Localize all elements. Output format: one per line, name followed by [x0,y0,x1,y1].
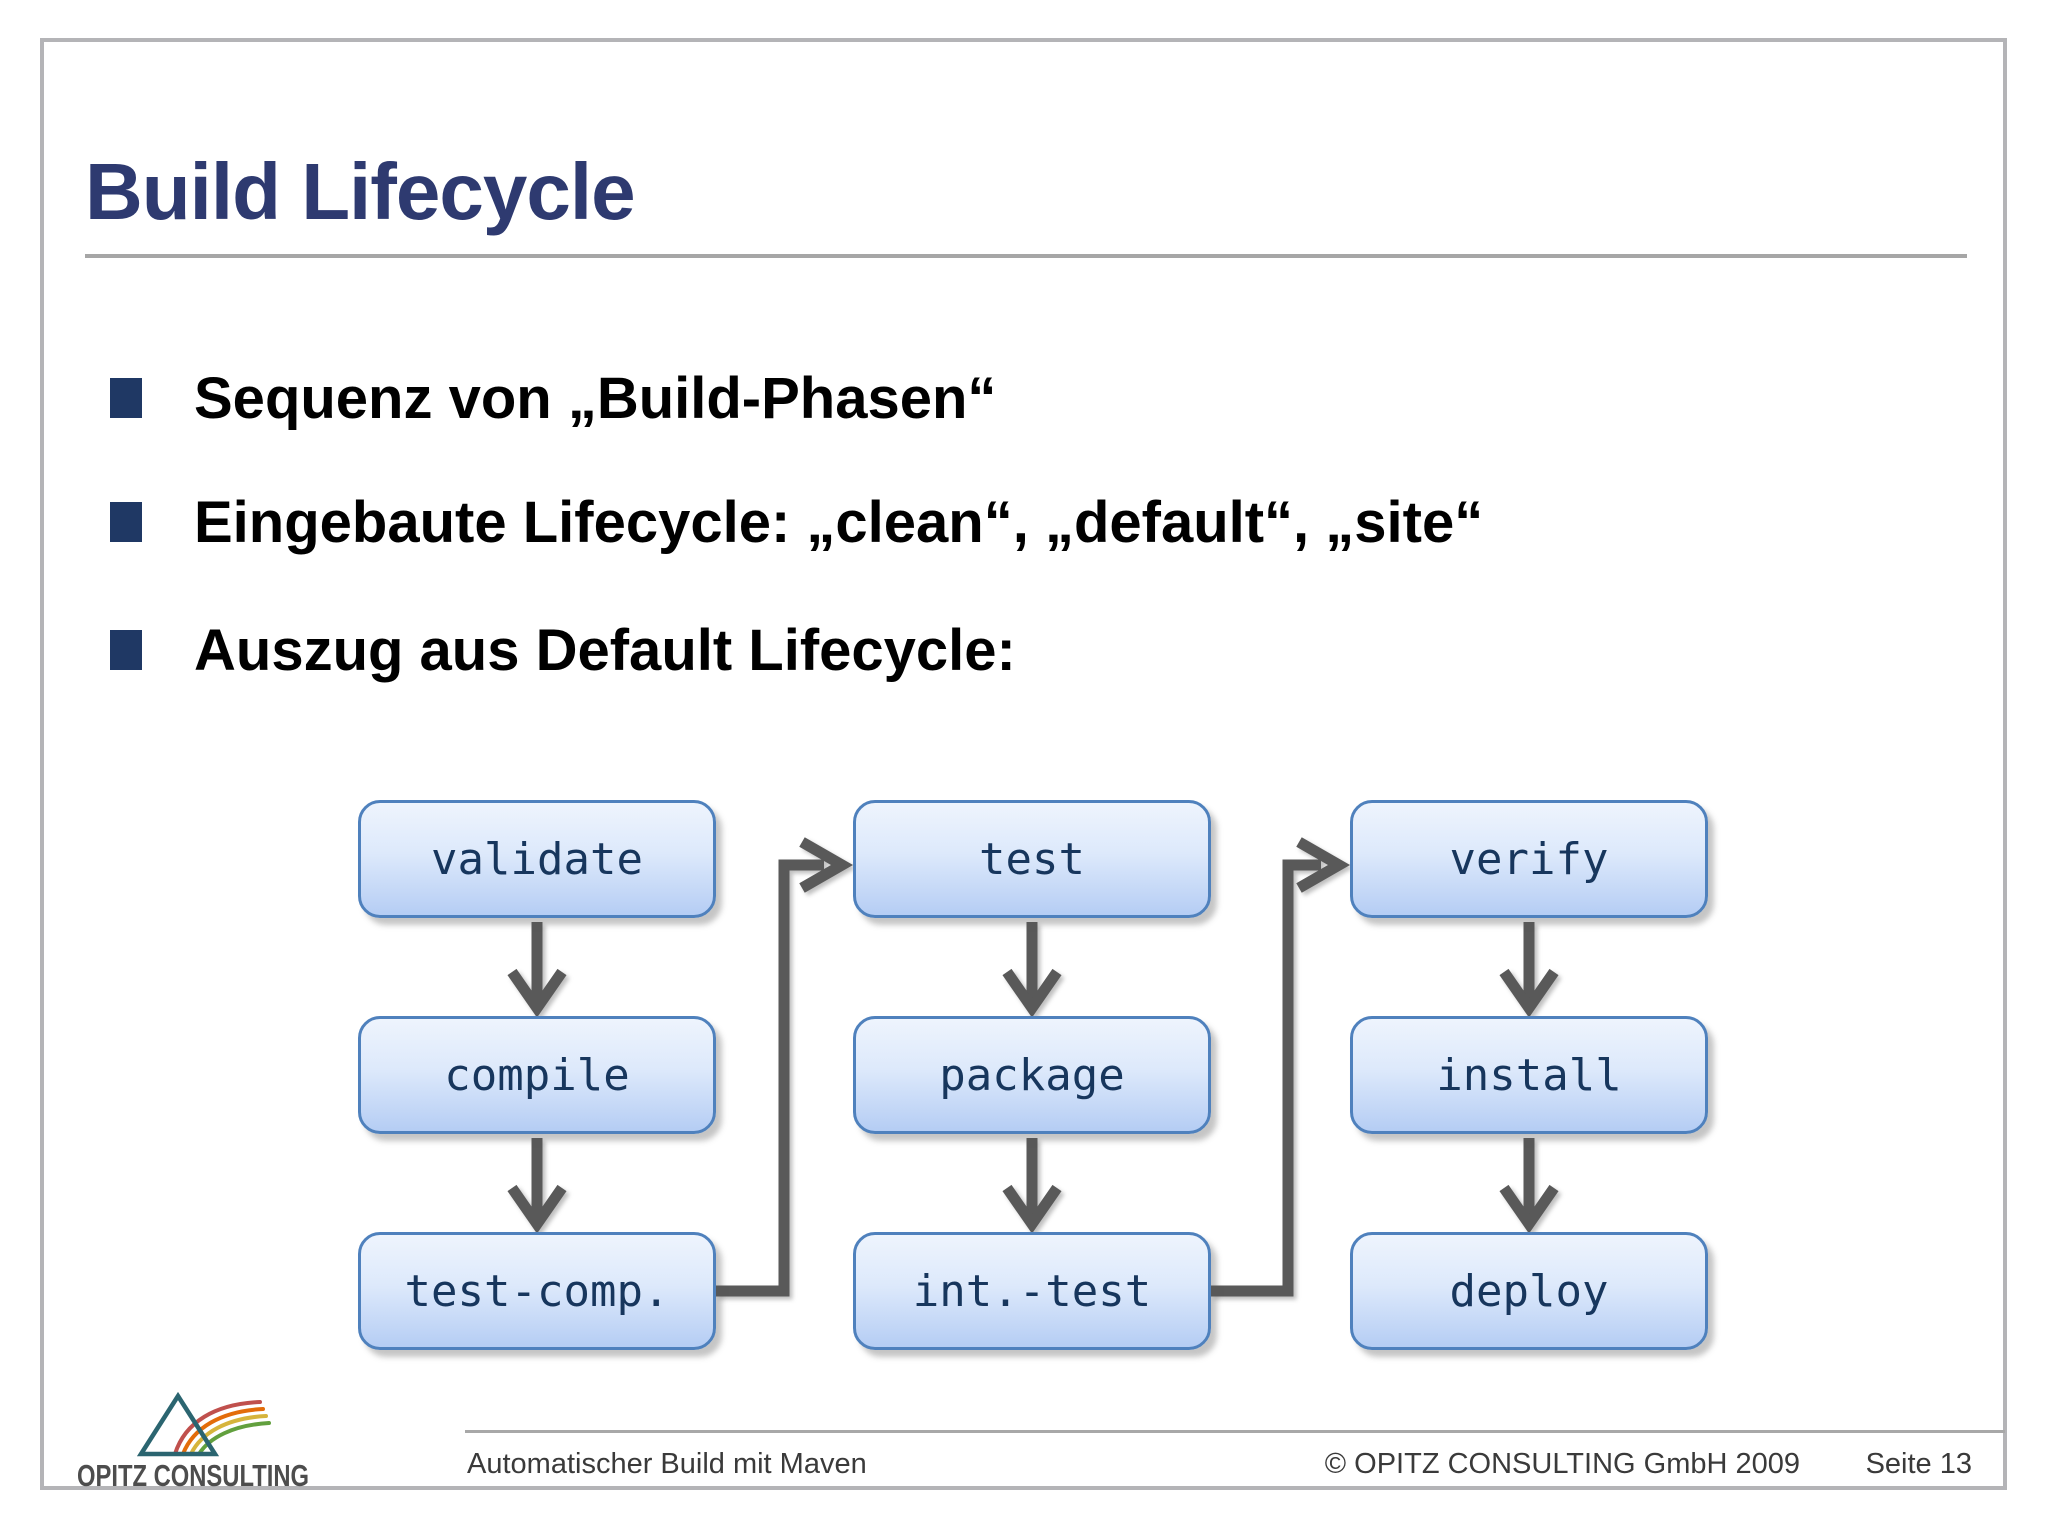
title-underline [85,254,1967,258]
triangle-icon [136,1391,220,1457]
opitz-consulting-logo: OPITZ CONSULTING [77,1391,309,1490]
bullet-item-1: Sequenz von „Build-Phasen“ [110,366,996,431]
phase-box-test-comp: test-comp. [358,1232,716,1350]
phase-box-validate: validate [358,800,716,918]
bullet-text-3: Auszug aus Default Lifecycle: [194,617,1016,683]
phase-box-compile: compile [358,1016,716,1134]
bullet-item-3: Auszug aus Default Lifecycle: [110,618,1016,683]
bullet-item-2: Eingebaute Lifecycle: „clean“, „default“… [110,490,1483,555]
rainbow-icon [173,1400,271,1456]
footer-page-number: Seite 13 [1865,1448,1972,1480]
phase-box-package: package [853,1016,1211,1134]
phase-box-int-test: int.-test [853,1232,1211,1350]
bullet-text-2: Eingebaute Lifecycle: „clean“, „default“… [194,489,1484,555]
logo-text: OPITZ CONSULTING [77,1458,309,1490]
phase-box-verify: verify [1350,800,1708,918]
page-title: Build Lifecycle [85,147,636,236]
square-bullet-icon [110,630,142,670]
bullet-text-1: Sequenz von „Build-Phasen“ [194,365,997,431]
footer-divider [465,1430,2005,1433]
phase-box-install: install [1350,1016,1708,1134]
phase-box-test: test [853,800,1211,918]
phase-box-deploy: deploy [1350,1232,1708,1350]
footer-copyright: © OPITZ CONSULTING GmbH 2009 [1324,1448,1800,1480]
square-bullet-icon [110,378,142,418]
square-bullet-icon [110,502,142,542]
footer-presentation-title: Automatischer Build mit Maven [467,1448,867,1480]
